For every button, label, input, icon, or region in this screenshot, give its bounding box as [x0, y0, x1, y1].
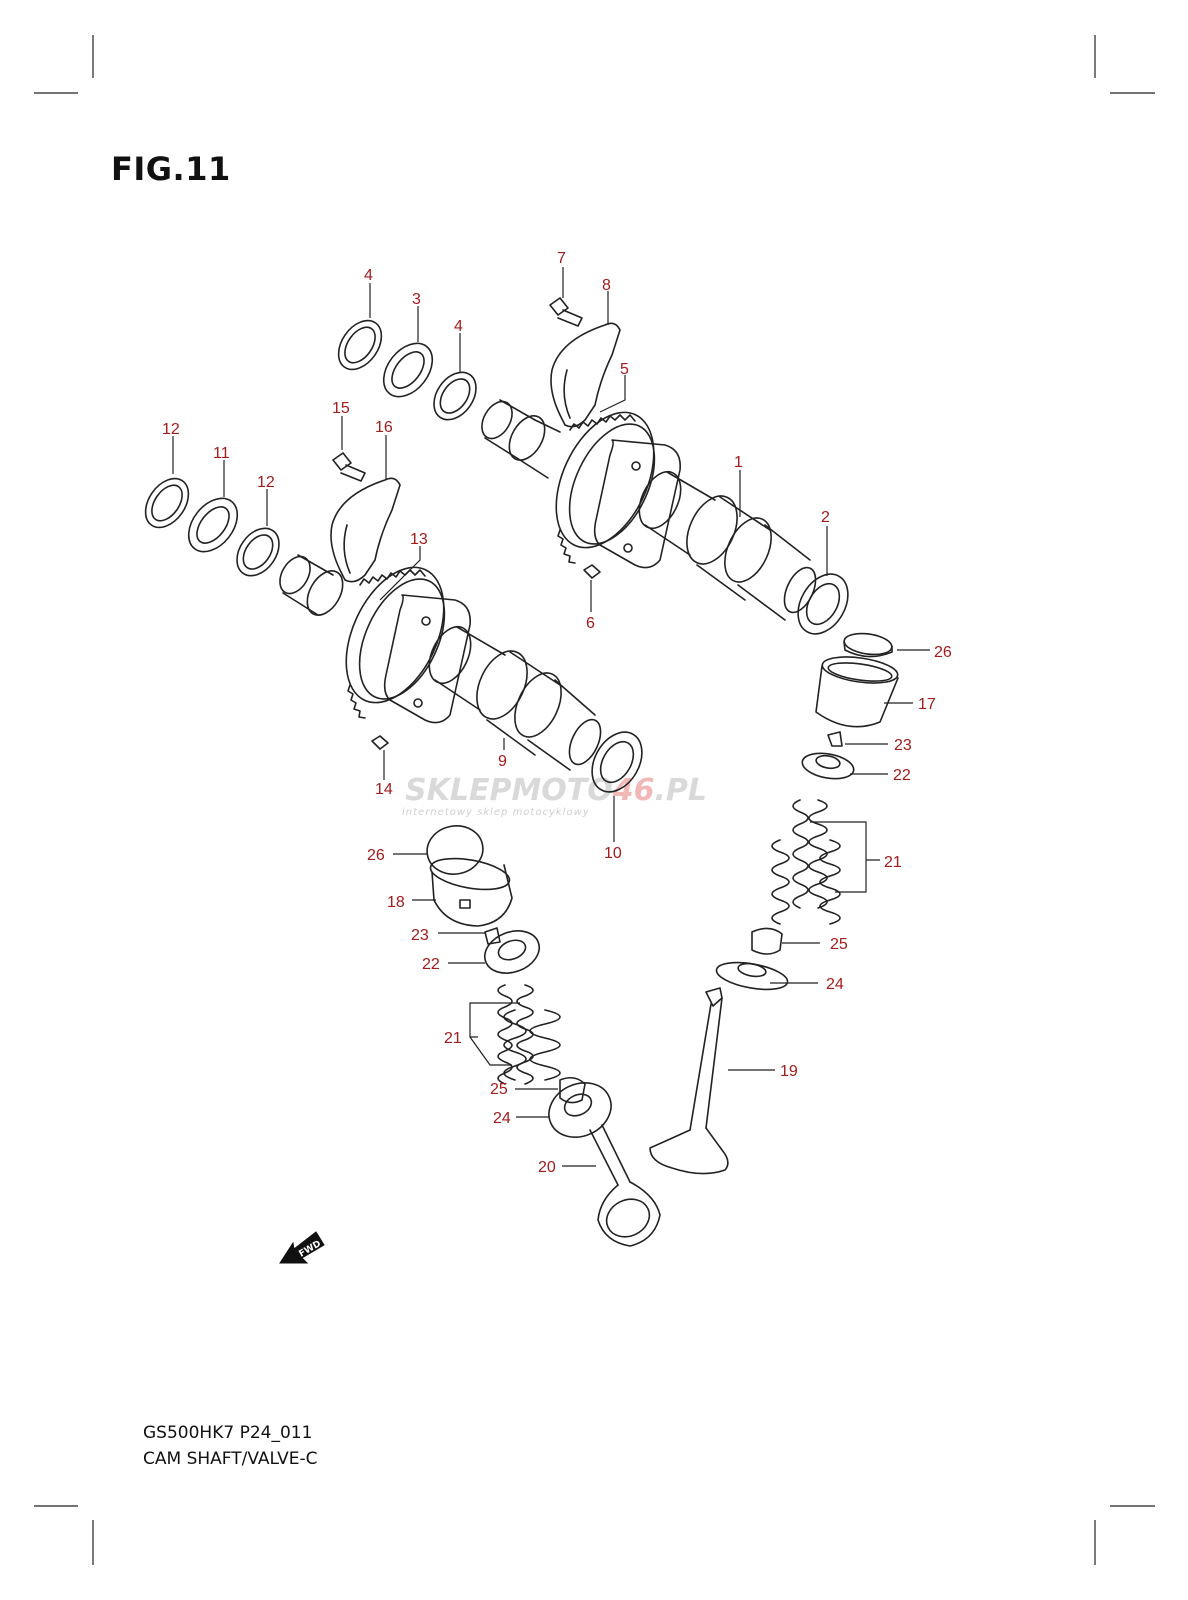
watermark-brand-2: MOTO [511, 773, 612, 808]
callout-23-right: 23 [894, 737, 912, 754]
camshaft-upper [337, 297, 849, 635]
callout-1: 1 [734, 454, 743, 471]
figure-title: FIG.11 [111, 150, 231, 188]
callout-12-b: 12 [257, 474, 275, 491]
watermark: SKLEPMOTO46.PL internetowy sklep motocyk… [402, 773, 707, 818]
crop-marks [34, 35, 1155, 1565]
callout-20: 20 [538, 1159, 556, 1176]
watermark-brand-3: 46 [612, 773, 655, 808]
svg-text:SKLEPMOTO46.PL: SKLEPMOTO46.PL [405, 773, 707, 808]
callout-17: 17 [918, 696, 936, 713]
callout-21-right: 21 [884, 854, 902, 871]
callout-3: 3 [412, 291, 421, 308]
callout-16: 16 [375, 419, 393, 436]
model-code: GS500HK7 P24_011 [143, 1423, 313, 1443]
camshaft-lower [144, 452, 643, 793]
callout-5: 5 [620, 361, 629, 378]
callout-10: 10 [604, 845, 622, 862]
callout-2: 2 [821, 509, 830, 526]
callout-24-left: 24 [493, 1110, 511, 1127]
callout-25-right: 25 [830, 936, 848, 953]
callout-14: 14 [375, 781, 393, 798]
callout-19: 19 [780, 1063, 798, 1080]
callout-6: 6 [586, 615, 595, 632]
callouts: 1 2 3 4 4 5 6 7 8 9 10 11 12 12 13 14 15… [162, 250, 952, 1176]
callout-18: 18 [387, 894, 405, 911]
callout-7: 7 [557, 250, 566, 267]
callout-4-a: 4 [364, 267, 373, 284]
forward-arrow-icon [279, 1231, 325, 1264]
callout-11: 11 [213, 445, 230, 462]
valve-stack-left [426, 825, 661, 1247]
callout-9: 9 [498, 753, 507, 770]
watermark-tagline: internetowy sklep motocyklowy [402, 807, 590, 818]
callout-26-right: 26 [934, 644, 952, 661]
watermark-brand-4: .PL [655, 773, 708, 808]
callout-12-a: 12 [162, 421, 180, 438]
leader-lines [172, 267, 930, 1167]
valve-stack-right [649, 632, 899, 1175]
watermark-brand-1: SKLEP [405, 773, 511, 808]
callout-22-left: 22 [422, 956, 440, 973]
callout-8: 8 [602, 277, 611, 294]
callout-15: 15 [332, 400, 350, 417]
callout-13: 13 [410, 531, 428, 548]
section-name: CAM SHAFT/VALVE-C [143, 1449, 318, 1469]
callout-25-left: 25 [490, 1081, 508, 1098]
callout-24-right: 24 [826, 976, 844, 993]
callout-26-left: 26 [367, 847, 385, 864]
callout-23-left: 23 [411, 927, 429, 944]
callout-4-b: 4 [454, 318, 463, 335]
callout-22-right: 22 [893, 767, 911, 784]
callout-21-left: 21 [444, 1030, 462, 1047]
fwd-badge: FWD [279, 1231, 325, 1264]
